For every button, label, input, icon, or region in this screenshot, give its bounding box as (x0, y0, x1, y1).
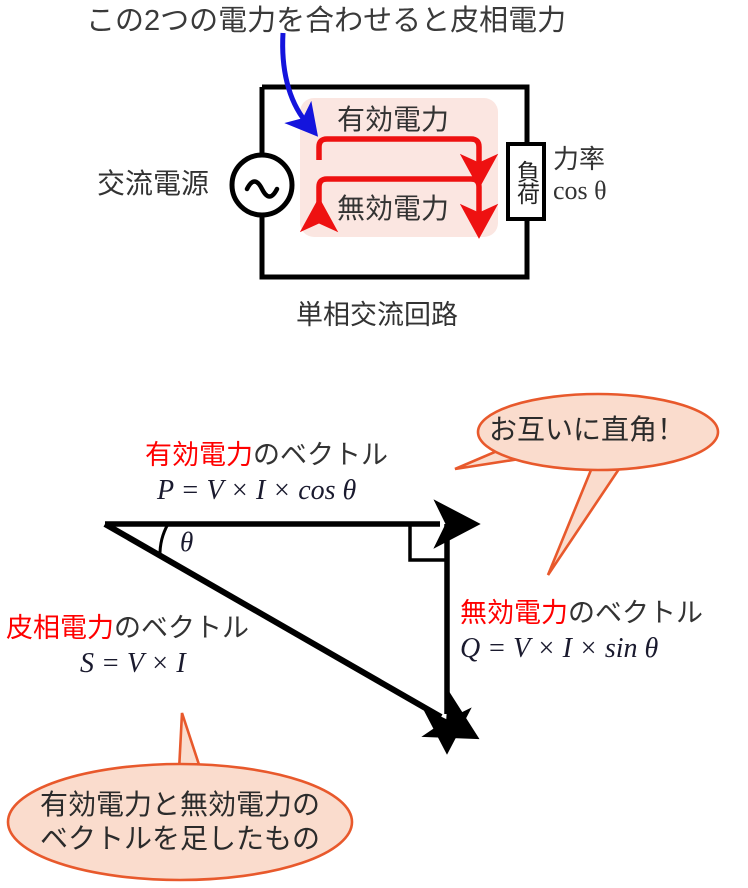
load-box-label: 負荷 (513, 159, 540, 204)
top-note-text: この2つの電力を合わせると皮相電力 (86, 5, 567, 37)
apparent-power-vector-label-group: 皮相電力のベクトル S = V × I (6, 613, 249, 680)
ac-source-symbol (229, 152, 295, 218)
apparent-sum-callout-tail (176, 712, 210, 794)
active-power-vector-name-rest: のベクトル (253, 440, 388, 470)
reactive-power-vector-name-red: 無効電力 (460, 598, 568, 628)
reactive-power-formula: Q = V × I × sin θ (460, 633, 659, 665)
circuit-caption: 単相交流回路 (296, 300, 458, 330)
load-box: 負荷 (506, 142, 546, 221)
theta-arc (158, 523, 170, 557)
power-factor-group: 力率 cos θ (553, 144, 607, 206)
active-power-vector-name-red: 有効電力 (145, 440, 253, 470)
right-angle-callout-tail-down (546, 446, 627, 576)
active-power-vector-name: 有効電力のベクトル (145, 440, 388, 471)
power-factor-formula: cos θ (553, 176, 607, 206)
apparent-power-vector-name: 皮相電力のベクトル (6, 613, 249, 644)
ac-source-label: 交流電源 (97, 168, 210, 199)
apparent-power-vector-name-red: 皮相電力 (6, 613, 114, 643)
apparent-sum-callout-text: 有効電力と無効電力の ベクトルを足したもの (22, 789, 338, 855)
reactive-power-vector-name: 無効電力のベクトル (460, 598, 703, 629)
right-angle-marker (408, 524, 447, 562)
apparent-sum-callout-line1: 有効電力と無効電力の (39, 789, 320, 820)
reactive-power-vector-label-group: 無効電力のベクトル Q = V × I × sin θ (460, 598, 703, 665)
active-power-formula: P = V × I × cos θ (157, 475, 357, 507)
right-angle-callout-text: お互いに直角！ (489, 414, 686, 445)
power-factor-label: 力率 (553, 144, 606, 174)
apparent-power-vector-name-rest: のベクトル (114, 613, 249, 643)
apparent-power-formula: S = V × I (80, 648, 186, 680)
apparent-sum-callout-line2: ベクトルを足したもの (39, 823, 320, 855)
reactive-power-vector-name-rest: のベクトル (568, 598, 703, 628)
active-power-label: 有効電力 (337, 104, 450, 135)
active-power-vector-label-group: 有効電力のベクトル P = V × I × cos θ (145, 440, 388, 507)
reactive-power-label: 無効電力 (337, 193, 450, 224)
theta-label: θ (180, 527, 194, 557)
